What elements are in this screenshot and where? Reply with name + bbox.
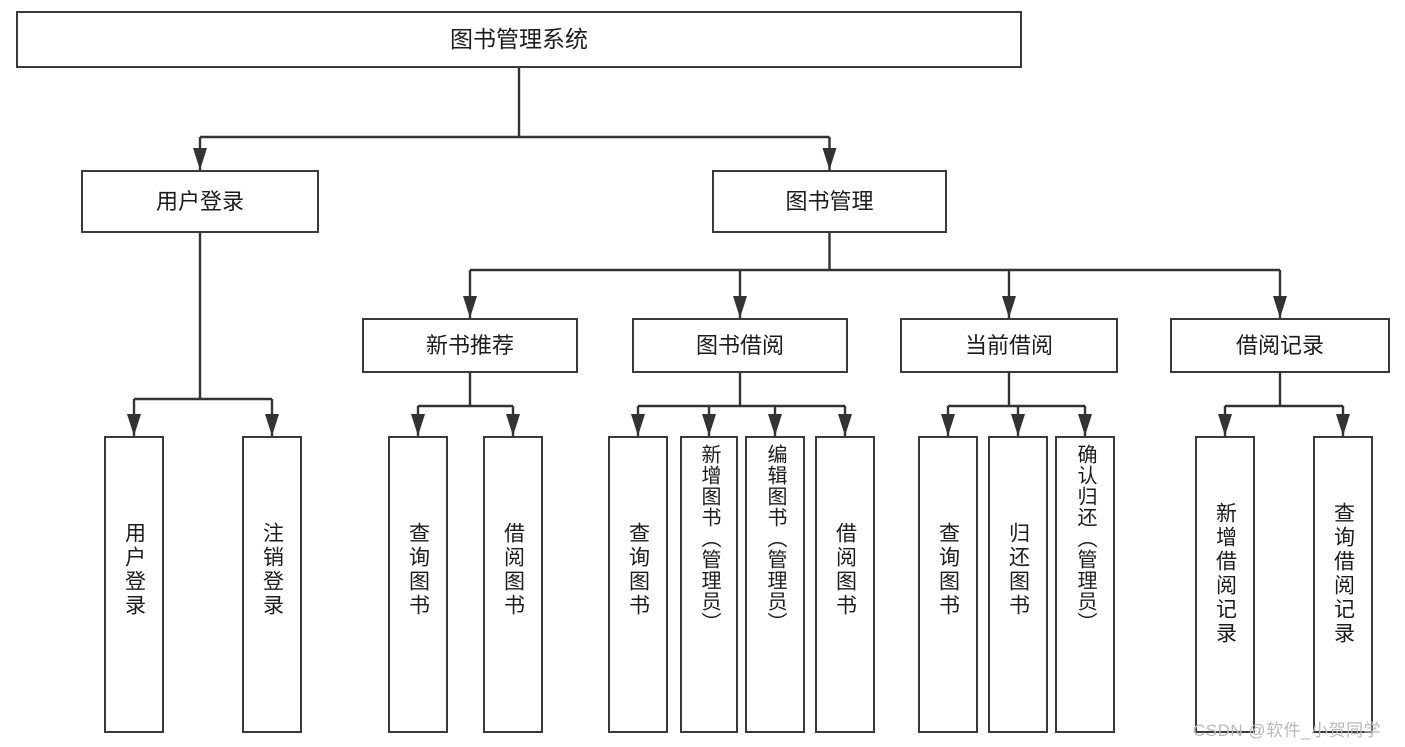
- arrowhead-icon: [127, 414, 141, 436]
- arrowhead-icon: [631, 414, 645, 436]
- node-leaf-return-book[interactable]: 归还图书: [988, 436, 1048, 733]
- node-label: 查询图书: [626, 522, 650, 618]
- arrowhead-icon: [768, 414, 782, 436]
- node-label: 新书推荐: [425, 332, 514, 358]
- node-leaf-query-book-3[interactable]: 查询图书: [918, 436, 978, 733]
- node-label: 用户登录: [155, 188, 244, 214]
- arrowhead-icon: [1273, 296, 1287, 318]
- node-label: 当前借阅: [964, 332, 1053, 358]
- arrowhead-icon: [411, 414, 425, 436]
- node-leaf-borrow-book-1[interactable]: 借阅图书: [483, 436, 543, 733]
- node-leaf-edit-book[interactable]: 编辑图书（管理员）: [745, 436, 805, 733]
- arrowhead-icon: [941, 414, 955, 436]
- node-l3-new-book-rec[interactable]: 新书推荐: [362, 318, 578, 373]
- arrowhead-icon: [1336, 414, 1350, 436]
- node-label: 借阅记录: [1235, 332, 1324, 358]
- node-leaf-query-book-1[interactable]: 查询图书: [388, 436, 448, 733]
- node-leaf-borrow-book-2[interactable]: 借阅图书: [815, 436, 875, 733]
- node-leaf-add-record[interactable]: 新增借阅记录: [1195, 436, 1255, 733]
- arrowhead-icon: [463, 296, 477, 318]
- node-l3-current-borrow[interactable]: 当前借阅: [900, 318, 1118, 373]
- node-leaf-user-logout[interactable]: 注销登录: [242, 436, 302, 733]
- node-label: 查询图书: [936, 522, 960, 618]
- arrowhead-icon: [1002, 296, 1016, 318]
- node-label: 用户登录: [122, 522, 146, 618]
- arrowhead-icon: [506, 414, 520, 436]
- node-l2-user-login[interactable]: 用户登录: [81, 170, 319, 233]
- node-label: 注销登录: [260, 522, 284, 618]
- node-leaf-query-record[interactable]: 查询借阅记录: [1313, 436, 1373, 733]
- node-label: 确认归还（管理员）: [1074, 444, 1096, 633]
- arrowhead-icon: [702, 414, 716, 436]
- arrowhead-icon: [1011, 414, 1025, 436]
- arrowhead-icon: [822, 148, 837, 170]
- node-label: 查询借阅记录: [1331, 502, 1355, 646]
- node-label: 借阅图书: [833, 522, 857, 618]
- node-root[interactable]: 图书管理系统: [16, 11, 1022, 68]
- node-leaf-query-book-2[interactable]: 查询图书: [608, 436, 668, 733]
- node-l3-borrow-record[interactable]: 借阅记录: [1170, 318, 1390, 373]
- node-label: 借阅图书: [501, 522, 525, 618]
- node-label: 新增图书（管理员）: [698, 444, 720, 633]
- node-label: 图书管理: [785, 188, 874, 214]
- node-l2-book-manage[interactable]: 图书管理: [712, 170, 947, 233]
- node-leaf-user-login[interactable]: 用户登录: [104, 436, 164, 733]
- node-label: 查询图书: [406, 522, 430, 618]
- arrowhead-icon: [838, 414, 852, 436]
- arrowhead-icon: [193, 148, 207, 170]
- node-l3-book-borrow[interactable]: 图书借阅: [632, 318, 848, 373]
- node-leaf-confirm-return[interactable]: 确认归还（管理员）: [1055, 436, 1115, 733]
- arrowhead-icon: [1078, 414, 1092, 436]
- node-label: 图书借阅: [695, 332, 784, 358]
- node-label: 图书管理系统: [450, 25, 588, 52]
- arrowhead-icon: [1218, 414, 1232, 436]
- node-label: 归还图书: [1006, 522, 1030, 618]
- node-label: 新增借阅记录: [1213, 502, 1237, 646]
- watermark: CSDN @软件_小贺同学: [1193, 721, 1382, 740]
- node-leaf-add-book[interactable]: 新增图书（管理员）: [680, 436, 738, 733]
- arrowhead-icon: [265, 414, 279, 436]
- arrowhead-icon: [733, 296, 747, 318]
- node-label: 编辑图书（管理员）: [764, 444, 786, 633]
